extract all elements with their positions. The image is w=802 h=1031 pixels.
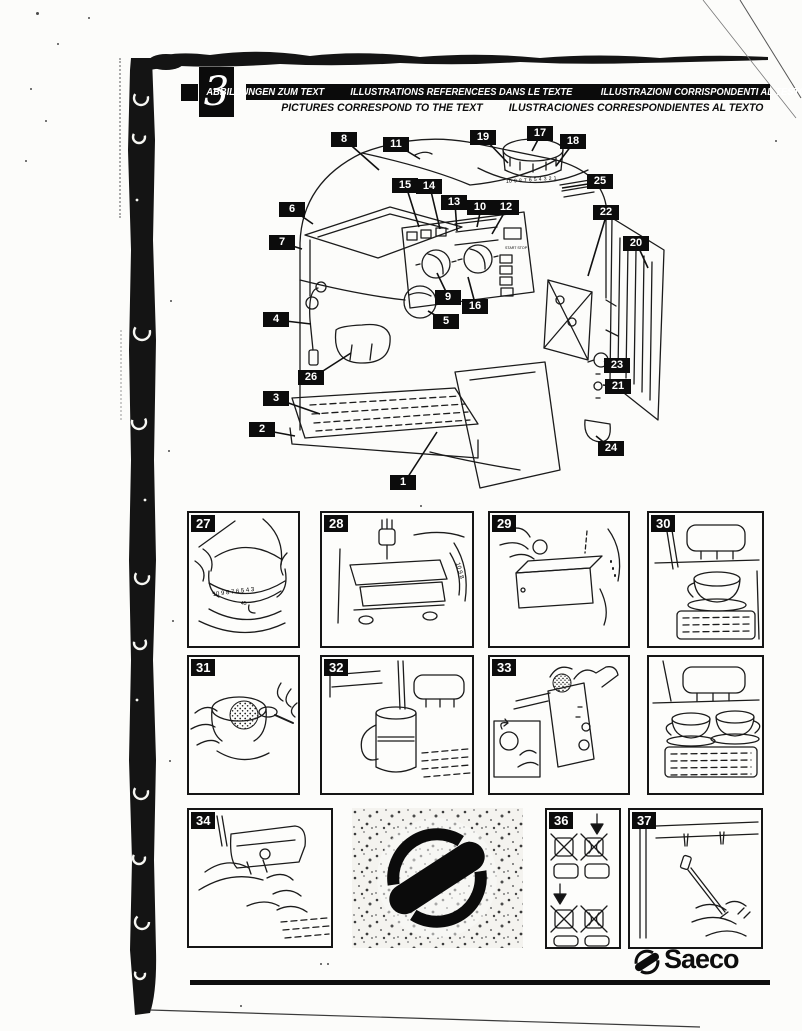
callout-11: 11 (383, 137, 409, 152)
panel-36-illustration (550, 813, 610, 947)
panel-28-illustration: 10 9 8 (337, 518, 467, 625)
spine-microtext-smudge (120, 330, 122, 420)
callout-14: 14 (416, 179, 442, 194)
saeco-emblem-block (352, 808, 523, 948)
panel-27-grinder-container: 27 10 9 8 7 6 5 4 3 45 (187, 511, 300, 648)
scan-speck (169, 760, 171, 762)
scan-speck (30, 88, 32, 90)
callout-22: 22 (593, 205, 619, 220)
callout-18: 18 (560, 134, 586, 149)
callout-6: 6 (279, 202, 305, 217)
chapter-number: 3 (199, 67, 234, 117)
brand-wordmark: Saeco (664, 944, 740, 974)
scan-speck (172, 620, 174, 622)
scan-speck (775, 140, 777, 142)
header-bar: ABBILDUNGEN ZUM TEXT ILLUSTRATIONS REFER… (206, 84, 802, 100)
callout-24: 24 (598, 441, 624, 456)
panel-number: 27 (191, 515, 216, 532)
saeco-logo-icon (634, 949, 660, 975)
chapter-tick-square (181, 84, 198, 101)
binding-strip (128, 58, 157, 1015)
header-text-french: ILLUSTRATIONS REFERENCEES DANS LE TEXTE (349, 86, 572, 98)
panel-33-illustration (493, 666, 619, 778)
scan-speck (36, 12, 39, 15)
scan-speck (25, 160, 27, 162)
panel-32-illustration (329, 660, 471, 778)
panel-number: 36 (549, 812, 574, 829)
subheader-text-spanish: ILUSTRACIONES CORRESPONDIENTES AL TEXTO (508, 102, 764, 114)
callout-21: 21 (605, 379, 631, 394)
scan-speck (320, 963, 322, 965)
callout-16: 16 (462, 299, 488, 314)
panel-34-adjust-spout: 34 (187, 808, 333, 948)
panel-number: 31 (191, 659, 216, 676)
grinder-dial-numbers: 10 9 8 7 6 5 4 3 2 1 (506, 175, 557, 185)
panel-number: 32 (324, 659, 349, 676)
scan-speck (240, 1005, 242, 1007)
callout-17: 17 (527, 126, 553, 141)
scan-speck (327, 963, 329, 965)
spine-microtext-smudge (119, 58, 121, 218)
callout-2: 2 (249, 422, 275, 437)
panel-34-illustration (198, 815, 330, 939)
bottom-rule (190, 980, 770, 985)
panel-two-cups-illustration (652, 660, 761, 778)
panel-31-filling-coffee: 31 (187, 655, 300, 795)
chapter-number-text: 3 (203, 69, 230, 115)
scan-speck (45, 120, 47, 122)
panel-31-illustration (190, 682, 298, 761)
callout-10: 10 (467, 200, 493, 215)
callout-19: 19 (470, 130, 496, 145)
callout-3: 3 (263, 391, 289, 406)
panel-33-brew-group: 33 (488, 655, 630, 795)
scan-speck (57, 43, 59, 45)
callout-5: 5 (433, 314, 459, 329)
panel-two-cups (647, 655, 764, 795)
panel-29-dregs-drawer: 29 (488, 511, 630, 648)
callout-26: 26 (298, 370, 324, 385)
panel-36-dishwasher-warning: 36 (545, 808, 621, 949)
panel-number: 29 (492, 515, 517, 532)
callout-23: 23 (604, 358, 630, 373)
callout-7: 7 (269, 235, 295, 250)
scan-speck (168, 450, 170, 452)
header-text-italian: ILLUSTRAZIONI CORRISPONDENTI AL TESTO (600, 86, 802, 98)
scan-speck (170, 300, 172, 302)
panel-27-dial-sub: 45 (241, 601, 247, 607)
scan-speck (88, 17, 90, 19)
start-stop-label: START STOP (505, 246, 528, 250)
saeco-emblem (352, 808, 523, 948)
header-text-german: ABBILDUNGEN ZUM TEXT (206, 86, 325, 98)
panel-number: 28 (324, 515, 349, 532)
panel-27-dial-numbers: 10 9 8 7 6 5 4 3 (213, 587, 256, 598)
panel-28-power-plug: 28 10 9 8 (320, 511, 474, 648)
callout-15: 15 (392, 178, 418, 193)
subheader-text-english: PICTURES CORRESPOND TO THE TEXT (281, 102, 483, 114)
panel-number: 34 (191, 812, 216, 829)
callout-4: 4 (263, 312, 289, 327)
panel-28-dial-numbers: 10 9 8 (454, 562, 464, 580)
callout-20: 20 (623, 236, 649, 251)
subheader: PICTURES CORRESPOND TO THE TEXT ILUSTRAC… (276, 102, 770, 114)
callout-1: 1 (390, 475, 416, 490)
callout-13: 13 (441, 195, 467, 210)
callout-25: 25 (587, 174, 613, 189)
panel-number: 37 (632, 812, 657, 829)
callout-12: 12 (493, 200, 519, 215)
scan-speck (420, 505, 422, 507)
panel-27-illustration: 10 9 8 7 6 5 4 3 45 (194, 518, 288, 634)
panel-30-single-cup: 30 (647, 511, 764, 648)
callout-9: 9 (435, 290, 461, 305)
callout-8: 8 (331, 132, 357, 147)
panel-number: 33 (492, 659, 517, 676)
panel-37-illustration (639, 817, 759, 939)
panel-number: 30 (651, 515, 676, 532)
panel-37-cleaning-nozzle: 37 (628, 808, 763, 949)
panel-32-mug-under-spout: 32 (320, 655, 474, 795)
